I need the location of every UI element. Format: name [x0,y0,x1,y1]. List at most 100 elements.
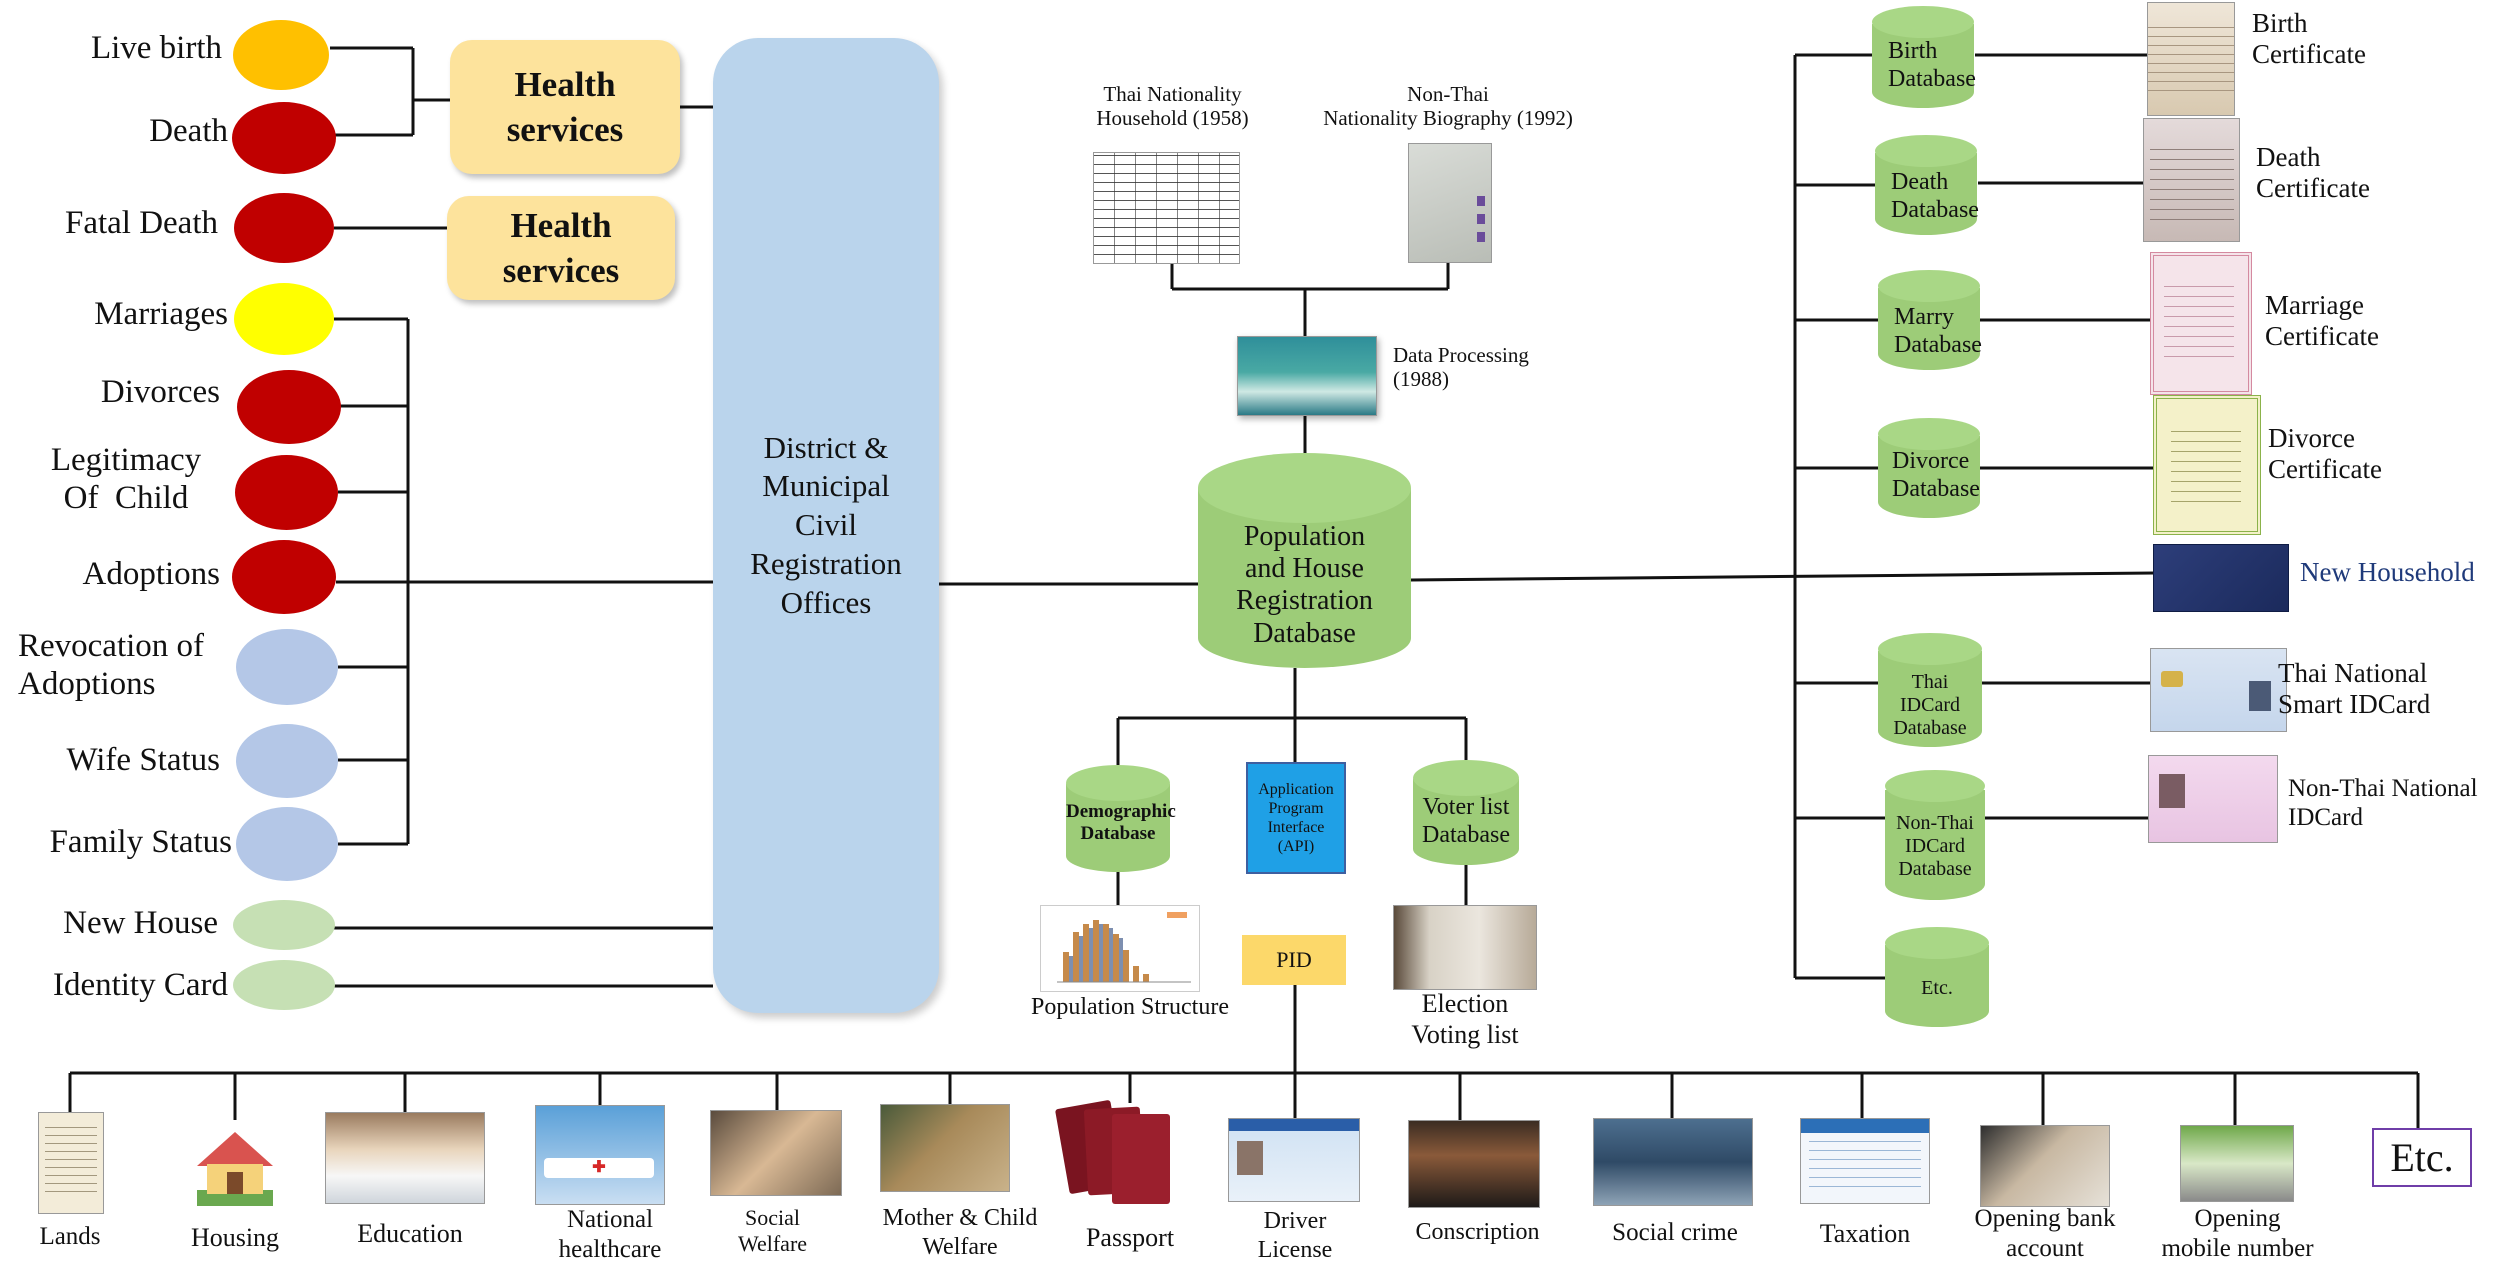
bank-counter-photo [1980,1125,2110,1207]
new-household-label: New Household [2300,557,2475,587]
conscription-photo [1408,1120,1540,1208]
service-label-housing: Housing [190,1223,280,1252]
event-label-divorces: Divorces [100,374,220,410]
service-label-social-crime: Social crime [1612,1219,1738,1246]
event-label-legitimacy: Legitimacy Of Child [50,442,202,516]
central-database-label: Population and House Registration Databa… [1236,521,1373,649]
etc-database-label: Etc. [1921,977,1953,999]
event-label-revocation: Revocation of Adoptions [18,628,205,702]
health-services-box-1: Health services [450,40,680,174]
demographic-database-cylinder: Demographic Database [1066,765,1176,872]
nonthai-id-card-label: Non-Thai National IDCard [2288,775,2478,831]
district-office-label: District & Municipal Civil Registration … [750,429,902,620]
nonthai-idcard-database-cylinder: Non-Thai IDCard Database [1885,770,1985,900]
death-certificate-label: Death Certificate [2256,142,2370,204]
elderly-photo [710,1110,842,1196]
event-label-death: Death [149,113,228,149]
mother-child-photo [880,1104,1010,1192]
population-bar-chart-icon [1040,905,1200,992]
service-label-national-healthcare: National healthcare [558,1206,662,1261]
service-etc-box: Etc. [2372,1128,2472,1187]
thai-idcard-database-cylinder: Thai IDCard Database [1878,633,1982,747]
pid-box: PID [1242,935,1346,985]
event-family-status-marker [236,807,338,881]
event-identity-card-marker [233,960,335,1010]
api-label: Application Program Interface (API) [1258,780,1334,856]
hospital-icon: ✚ [535,1105,665,1205]
thai-idcard-database-label: Thai IDCard Database [1893,671,1967,739]
service-label-social-welfare: Social Welfare [737,1205,808,1257]
marriage-certificate-icon [2150,252,2252,395]
event-live-birth-marker [233,20,329,90]
event-label-marriages: Marriages [94,296,228,332]
event-wife-status-marker [236,724,338,798]
household-register-scan-icon [1093,152,1240,264]
service-label-driver-license: Driver License [1257,1208,1333,1261]
event-label-live-birth: Live birth [90,30,222,66]
service-label-etc: Etc. [2390,1135,2454,1180]
birth-certificate-icon [2147,2,2235,116]
thai-id-card-label: Thai National Smart IDCard [2278,658,2431,720]
voter-database-label: Voter list Database [1422,794,1510,848]
event-legitimacy-marker [235,455,338,530]
event-label-adoptions: Adoptions [82,556,220,592]
event-label-wife-status: Wife Status [66,742,220,778]
police-photo [1593,1118,1753,1206]
etc-database-cylinder: Etc. [1885,927,1989,1027]
data-processing-label: Data Processing (1988) [1393,343,1529,392]
event-fatal-death-marker [234,193,334,263]
voter-database-cylinder: Voter list Database [1413,760,1519,865]
marry-database-cylinder: Marry Database [1878,270,1982,370]
household-book-icon [2153,544,2289,612]
birth-certificate-label: Birth Certificate [2252,8,2366,70]
birth-database-label: Birth Database [1888,38,1976,92]
event-label-fatal-death: Fatal Death [64,205,218,241]
service-label-passport: Passport [1085,1223,1175,1252]
data-processing-room-photo [1237,336,1377,416]
house-icon [193,1128,277,1208]
land-deed-icon [38,1112,104,1214]
service-label-mother-child: Mother & Child Welfare [882,1205,1038,1260]
marriage-certificate-label: Marriage Certificate [2265,290,2379,352]
driver-license-card-icon [1228,1118,1360,1202]
event-divorces-marker [237,370,341,444]
marry-database-label: Marry Database [1894,304,1982,358]
event-label-family-status: Family Status [49,824,232,860]
nonthai-id-card-icon [2148,755,2278,843]
passport-icon [1054,1099,1174,1210]
service-label-opening-mobile: Opening mobile number [2161,1205,2314,1261]
service-label-opening-bank: Opening bank account [1974,1205,2116,1261]
event-revocation-marker [236,629,338,705]
event-marriages-marker [234,283,334,355]
health-services-box-2: Health services [447,196,675,300]
pid-label: PID [1276,947,1312,972]
event-label-new-house: New House [63,905,218,941]
service-label-lands: Lands [39,1223,101,1250]
biography-document-icon [1408,143,1492,263]
death-database-cylinder: Death Database [1875,135,1979,235]
non-thai-bio-label: Non-Thai Nationality Biography (1992) [1323,82,1573,131]
death-certificate-icon [2143,118,2240,242]
tax-form-icon [1800,1118,1930,1204]
students-photo [325,1112,485,1204]
nonthai-idcard-database-label: Non-Thai IDCard Database [1896,812,1974,880]
thai-household-label: Thai Nationality Household (1958) [1096,82,1249,131]
central-database-cylinder: Population and House Registration Databa… [1198,453,1411,668]
divorce-database-label: Divorce Database [1892,448,1980,502]
district-office-box: District & Municipal Civil Registration … [713,38,939,1013]
api-box: Application Program Interface (API) [1246,762,1346,874]
birth-database-cylinder: Birth Database [1872,6,1976,108]
demographic-database-label: Demographic Database [1066,801,1176,844]
event-label-identity-card: Identity Card [52,967,228,1003]
election-voting-label: Election Voting list [1411,989,1519,1050]
divorce-database-cylinder: Divorce Database [1878,418,1980,518]
election-board-photo [1393,905,1537,990]
house-graphic [197,1132,273,1206]
event-death-marker [232,102,336,174]
death-database-label: Death Database [1891,169,1979,223]
service-label-education: Education [357,1219,463,1248]
population-structure-label: Population Structure [1031,994,1229,1020]
divorce-certificate-label: Divorce Certificate [2268,423,2382,485]
